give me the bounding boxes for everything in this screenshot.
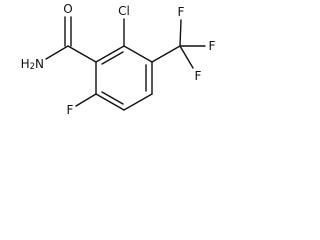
ring-to-cf3-bond: [151, 45, 181, 63]
ring-fluorine-label: F: [67, 103, 74, 117]
cf3-fluorine-right-label: F: [209, 39, 216, 53]
cf3-bond-bottom: [179, 45, 194, 69]
oxygen-atom-label: O: [63, 2, 72, 16]
cf3-fluorine-top-label: F: [178, 5, 185, 19]
carbonyl-to-nitrogen-bond: [45, 45, 69, 60]
ring-bond-2: [123, 45, 153, 63]
amide-nitrogen-label: H2N: [21, 57, 44, 72]
ring-double-bond-inner-1: [101, 51, 124, 65]
chemical-structure-diagram: O H2N Cl F F F F: [21, 2, 216, 117]
ring-bond-4: [123, 93, 153, 111]
trifluoromethyl-group: [179, 19, 206, 69]
chlorine-atom-label: Cl: [118, 4, 130, 18]
cf3-fluorine-bottom-label: F: [195, 69, 202, 83]
benzene-ring: [95, 45, 153, 111]
cf3-bond-top: [179, 19, 182, 47]
ring-fluorine-bond: [75, 93, 97, 107]
ring-double-bond-inner-3: [101, 91, 124, 105]
ring-bond-5: [95, 93, 125, 111]
ring-bond-1: [95, 45, 125, 63]
carboxamide-group: [45, 16, 97, 63]
ring-to-carbonyl-bond: [67, 45, 97, 63]
